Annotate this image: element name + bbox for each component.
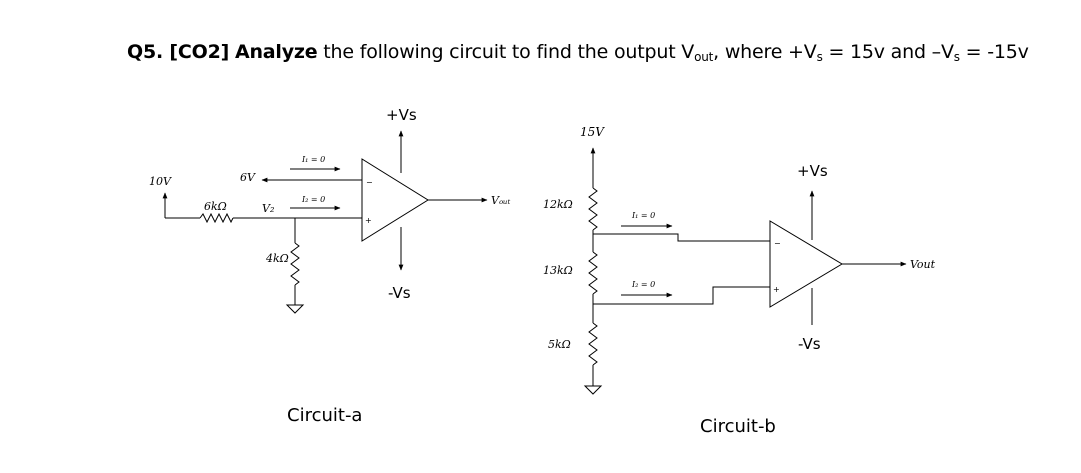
opamp-b-supply-neg-label: -Vs xyxy=(798,335,821,353)
current-b-1-label: I₁ = 0 xyxy=(631,211,655,220)
wire-b-minus xyxy=(593,233,770,242)
question-text: Q5. [CO2] Analyze the following circuit … xyxy=(127,41,1029,64)
resistor-6k-label: 6kΩ xyxy=(204,200,227,213)
resistor-12k-label: 12kΩ xyxy=(543,198,573,211)
question-number: Q5. [CO2] xyxy=(127,41,230,63)
opamp-b-pin-plus: + xyxy=(773,285,780,294)
current-a-1-label: I₁ = 0 xyxy=(301,155,325,164)
circuit-b-labels: − + 15V 12kΩ 13kΩ 5kΩ I₁ = 0 I₂ = 0 +Vs … xyxy=(543,125,936,353)
opamp-a xyxy=(361,158,429,242)
node-plus-v2-label: V₂ xyxy=(262,202,274,215)
resistor-4k-label: 4kΩ xyxy=(265,252,289,265)
question-verb: Analyze xyxy=(234,41,318,63)
resistor-12k xyxy=(588,187,598,231)
question-sub-out: out xyxy=(694,50,714,64)
current-a-2-label: I₂ = 0 xyxy=(301,195,325,204)
circuit-a-caption: Circuit-a xyxy=(287,405,363,426)
ground-b-icon xyxy=(583,385,603,395)
question-text-2: , where +V xyxy=(713,41,817,63)
circuit-a-labels: − + +Vs -Vs Vₒᵤₜ 10V 6V V₂ 6kΩ 4kΩ I₁ = … xyxy=(149,106,511,302)
source-10v-label: 10V xyxy=(149,175,172,188)
resistor-4k xyxy=(290,242,300,286)
question-sub-s1: s xyxy=(816,50,823,64)
question-sub-s2: s xyxy=(953,50,960,64)
opamp-a-supply-neg-label: -Vs xyxy=(388,284,411,302)
question-text-3: = 15v and –V xyxy=(822,41,954,63)
resistor-5k-label: 5kΩ xyxy=(548,338,571,351)
circuit-b-caption: Circuit-b xyxy=(700,416,776,437)
opamp-b xyxy=(769,220,843,308)
opamp-b-pin-minus: − xyxy=(774,239,781,248)
divider-top-voltage-label: 15V xyxy=(580,125,605,139)
question-text-1: the following circuit to find the output… xyxy=(323,41,695,63)
opamp-a-pin-minus: − xyxy=(366,178,373,187)
current-b-2-label: I₂ = 0 xyxy=(631,280,655,289)
ground-a-icon xyxy=(285,304,305,314)
opamp-a-supply-pos-label: +Vs xyxy=(386,106,417,124)
circuit-a xyxy=(162,130,488,314)
circuit-b xyxy=(583,147,907,395)
wire-b-plus xyxy=(593,286,770,305)
resistor-5k xyxy=(588,322,598,366)
node-minus-6v-label: 6V xyxy=(240,171,256,184)
opamp-b-output-label: Vout xyxy=(910,258,936,271)
opamp-a-pin-plus: + xyxy=(365,216,372,225)
resistor-6k xyxy=(199,212,234,224)
resistor-13k xyxy=(588,251,598,295)
question-text-4: = -15v xyxy=(959,41,1029,63)
opamp-b-supply-pos-label: +Vs xyxy=(797,162,828,180)
opamp-a-output-label: Vₒᵤₜ xyxy=(491,194,511,207)
resistor-13k-label: 13kΩ xyxy=(543,264,573,277)
